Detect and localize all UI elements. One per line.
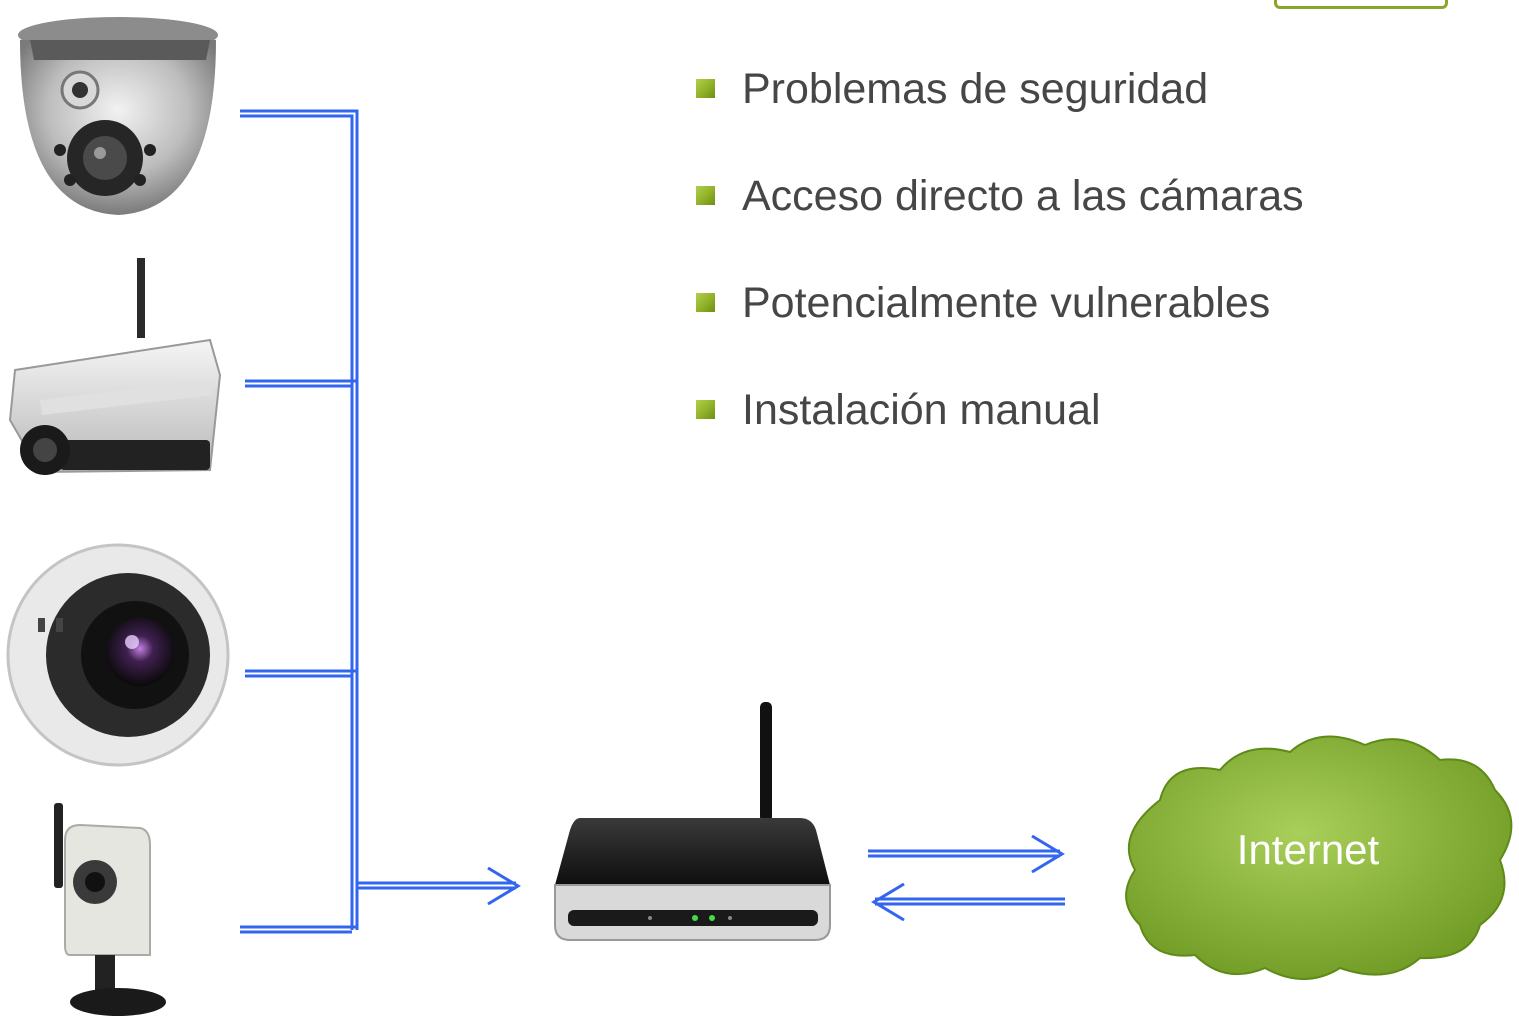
bullet-item: Acceso directo a las cámaras [696, 167, 1304, 274]
bullet-square-icon [696, 79, 715, 98]
box-camera-antenna-icon [8, 258, 222, 475]
bus-to-router-arrow [357, 866, 521, 906]
bullet-item: Problemas de seguridad [696, 60, 1304, 167]
fisheye-camera-icon [6, 543, 230, 767]
bullet-text: Acceso directo a las cámaras [742, 172, 1304, 220]
bullet-item: Instalación manual [696, 381, 1304, 488]
bullet-list: Problemas de seguridad Acceso directo a … [696, 60, 1304, 488]
top-accent-tab [1274, 0, 1448, 9]
cube-camera-antenna-icon [54, 803, 166, 1016]
bullet-square-icon [696, 400, 715, 419]
bullet-text: Problemas de seguridad [742, 65, 1209, 113]
bullet-item: Potencialmente vulnerables [696, 274, 1304, 381]
internet-label: Internet [1236, 826, 1380, 873]
camera-bus-connector [240, 109, 359, 934]
bullet-square-icon [696, 293, 715, 312]
wireless-router-icon [554, 702, 831, 941]
bullet-text: Instalación manual [742, 386, 1101, 434]
router-to-internet-arrow [868, 834, 1065, 874]
dome-camera-icon [18, 17, 218, 215]
bullet-text: Potencialmente vulnerables [742, 279, 1271, 327]
internet-to-router-arrow [871, 882, 1065, 922]
bullet-square-icon [696, 186, 715, 205]
internet-cloud-icon [1125, 735, 1513, 980]
